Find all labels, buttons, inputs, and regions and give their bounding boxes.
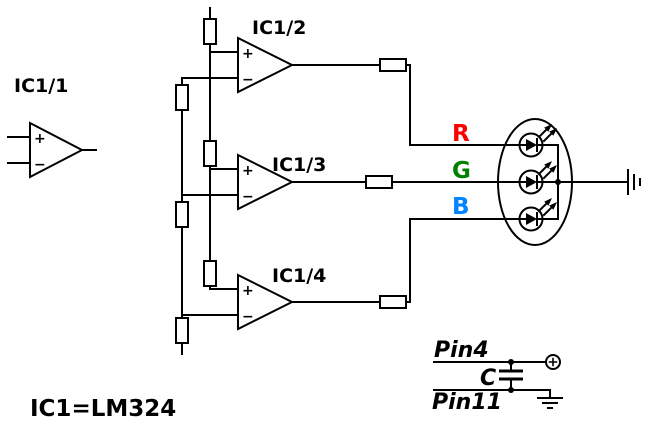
opamp-ic1-3: IC1/3 + − [237, 153, 367, 211]
ground-icon [537, 397, 563, 409]
pin11-label: Pin11 [432, 390, 502, 415]
wire [519, 138, 559, 152]
wire [7, 136, 97, 164]
opamp-triangle [237, 36, 295, 94]
junction-dot [508, 387, 514, 393]
opamp-ic1-2: IC1/2 + − [237, 17, 381, 94]
rgb-led-module [497, 118, 641, 246]
wire-rail-left [181, 77, 239, 355]
resistor [379, 58, 407, 72]
junction-dot [555, 179, 561, 185]
opamp-label: IC1/1 [14, 75, 68, 97]
opamp-minus-label: − [242, 189, 254, 205]
resistor [365, 175, 393, 189]
pin4-label: Pin4 [434, 338, 489, 363]
opamp-minus-label: − [242, 72, 254, 88]
opamp-plus-label: + [242, 163, 254, 179]
capacitor [499, 361, 523, 391]
arrowhead-icon [544, 124, 552, 132]
wire-rail-right [209, 7, 239, 290]
wire [519, 175, 559, 189]
opamp-plus-label: + [34, 131, 46, 147]
resistor [175, 84, 189, 111]
capacitor-label: C [480, 366, 496, 391]
voltage-divider-network [175, 7, 239, 355]
opamp-minus-label: − [242, 309, 254, 325]
part-number-label: IC1=LM324 [30, 396, 176, 422]
led-red [518, 124, 559, 158]
wire [405, 218, 521, 303]
opamp-ic1-4: IC1/4 + − [237, 265, 381, 331]
led-triangle [526, 139, 537, 151]
wire [405, 64, 521, 146]
signal-wire-red [379, 58, 521, 146]
opamp-label: IC1/2 [252, 17, 306, 39]
signal-label-green: G [452, 158, 471, 184]
opamp-minus-label: − [34, 157, 46, 173]
opamp-plus-label: + [242, 46, 254, 62]
opamp-triangle [237, 153, 295, 211]
power-connections: Pin4 C Pin11 [432, 338, 563, 415]
resistor [175, 317, 189, 344]
resistor [203, 140, 217, 167]
signal-wire-green [365, 175, 521, 189]
positive-terminal-icon [545, 354, 561, 370]
resistor [379, 295, 407, 309]
led-blue [518, 198, 559, 232]
led-triangle [526, 213, 537, 225]
resistor [175, 201, 189, 228]
led-triangle [526, 176, 537, 188]
wire-gnd [433, 389, 551, 399]
opamp-ic1-1: IC1/1 + − [7, 75, 97, 179]
arrowhead-icon [544, 198, 552, 206]
arrowhead-icon [549, 165, 557, 173]
led-green [518, 161, 559, 195]
resistor [203, 18, 217, 45]
opamp-triangle [29, 121, 85, 179]
wire [519, 212, 559, 226]
signal-label-blue: B [452, 194, 470, 220]
opamp-triangle [237, 273, 295, 331]
signal-wire-blue [379, 218, 521, 309]
capacitor-plates [499, 369, 523, 381]
arrowhead-icon [549, 202, 557, 210]
opamp-plus-label: + [242, 283, 254, 299]
arrowhead-icon [549, 128, 557, 136]
opamp-label: IC1/4 [272, 265, 326, 287]
arrowhead-icon [544, 161, 552, 169]
opamp-label: IC1/3 [272, 154, 326, 176]
signal-label-red: R [452, 121, 470, 147]
resistor [203, 260, 217, 287]
ground-icon [627, 169, 641, 195]
